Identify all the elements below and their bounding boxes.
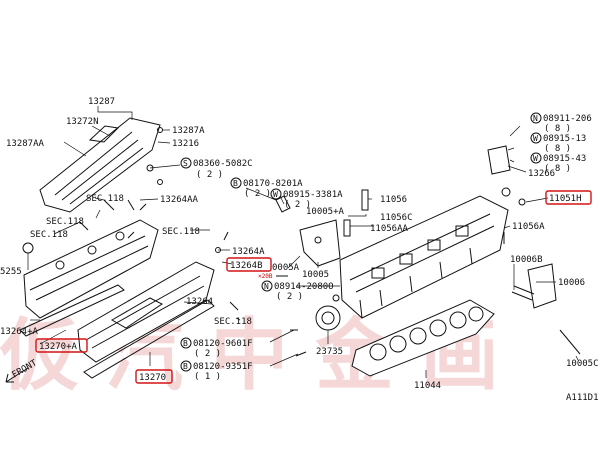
label-08911-qty: ( 8 ) [544,124,571,134]
label-08915-43-qty: ( 8 ) [544,164,571,174]
label-sec118-2: SEC.118 [46,217,84,227]
rear-bracket [527,263,557,309]
circle-b-letter-1: B [233,179,238,188]
label-13264aa: 13264AA [160,195,199,205]
code-circle-b-icon-1 [230,177,242,189]
code-circle-n-icon-1 [261,280,273,292]
label-08915-13: 08915-13 [543,134,586,144]
code-circle-w-icon-3 [530,152,542,164]
part-labels: 13287 13272N 13287A 13287AA 13216 S 0836… [0,97,599,403]
label-sec118-5: SEC.118 [214,317,252,327]
label-10006: 10006 [558,278,585,288]
right-cover-gasket [83,299,215,379]
label-08914-2080o: 08914-2080O [274,282,334,292]
cylinder-head [339,195,509,319]
label-13272n: 13272N [66,117,99,127]
label-08911-206: 08911-206 [543,114,592,124]
leader-lines [27,106,579,378]
label-08120-9601f-qty: ( 2 ) [194,349,221,359]
left-rocker-cover [22,219,159,319]
label-08170-8201a: 08170-8201A [243,179,303,189]
label-11056a: 11056A [512,222,545,232]
circle-b-letter-2: B [183,339,188,348]
right-rocker-cover [77,261,215,363]
label-0005a: 0005A [272,263,300,273]
label-11056aa: 11056AA [370,224,409,234]
circle-w-letter-3: W [533,154,538,163]
circle-b-letter-3: B [183,362,188,371]
label-5255: 5255 [0,267,22,277]
label-13287a: 13287A [172,126,205,136]
label-13270: 13270 [139,373,166,383]
corner-code: A111D1 [566,393,599,403]
code-circle-w-icon-2 [530,132,542,144]
label-13216: 13216 [172,139,199,149]
highlight-13264b [226,257,272,272]
engine-top-cover [39,117,161,213]
code-circle-b-icon-3 [180,360,192,372]
label-10005-a: 10005+A [306,207,345,217]
label-08120-9601f: 08120-9601F [193,339,253,349]
label-23735: 23735 [316,347,343,357]
label-10005c: 10005C [566,359,599,369]
label-13287: 13287 [88,97,115,107]
label-08120-9351f: 08120-9351F [193,362,253,372]
label-sec118-4: SEC.118 [162,227,200,237]
circle-n-letter-2: N [533,114,538,123]
label-sec118-3: SEC.118 [30,230,68,240]
label-13264b-qty: ×20B [258,273,273,280]
front-arrow-icon [5,367,29,383]
cam-cap [487,145,511,175]
left-cover-gasket [19,284,125,337]
label-11051h: 11051H [549,194,582,204]
engine-bracket [299,219,341,267]
misc-bolts [127,189,581,357]
label-sec118-1: SEC.118 [86,194,124,204]
label-11056c: 11056C [380,213,413,223]
head-gasket [351,299,495,377]
label-08915-13-qty: ( 8 ) [544,144,571,154]
label-13264: 13264 [186,297,213,307]
circle-s-letter: S [183,159,188,168]
label-13266: 13266 [528,169,555,179]
label-08915-3381a: 08915-3381A [283,190,343,200]
cam-seal [315,305,341,331]
circle-w-letter-2: W [533,134,538,143]
circle-n-letter-1: N [264,282,269,291]
circle-w-letter-1: W [273,190,278,199]
label-10005: 10005 [302,270,329,280]
label-11044: 11044 [414,381,441,391]
highlight-13270 [135,369,173,384]
label-11056: 11056 [380,195,407,205]
label-08170-qty: ( 2 ) [244,189,271,199]
label-08915-3381a-qty: ( 2 ) [284,200,311,210]
label-13270-a: 13270+A [39,342,78,352]
highlight-11051h [545,190,592,205]
cover-bolts [79,127,163,231]
code-circle-w-icon-1 [270,188,282,200]
label-13264a: 13264A [232,247,265,257]
label-08120-9351f-qty: ( 1 ) [194,372,221,382]
label-13264-a-left: 13264+A [0,327,39,337]
label-13287aa: 13287AA [6,139,45,149]
label-10006b: 10006B [510,255,543,265]
label-08360-qty: ( 2 ) [196,170,223,180]
stud-pair [511,285,535,301]
label-08915-43: 08915-43 [543,154,586,164]
code-circle-n-icon-2 [530,112,542,124]
code-circle-b-icon-2 [180,337,192,349]
label-08914-qty: ( 2 ) [276,292,303,302]
code-circle-s-icon [180,157,192,169]
highlight-13270a [35,338,88,353]
label-08360-5082c: 08360-5082C [193,159,253,169]
label-13264b: 13264B [230,261,263,271]
